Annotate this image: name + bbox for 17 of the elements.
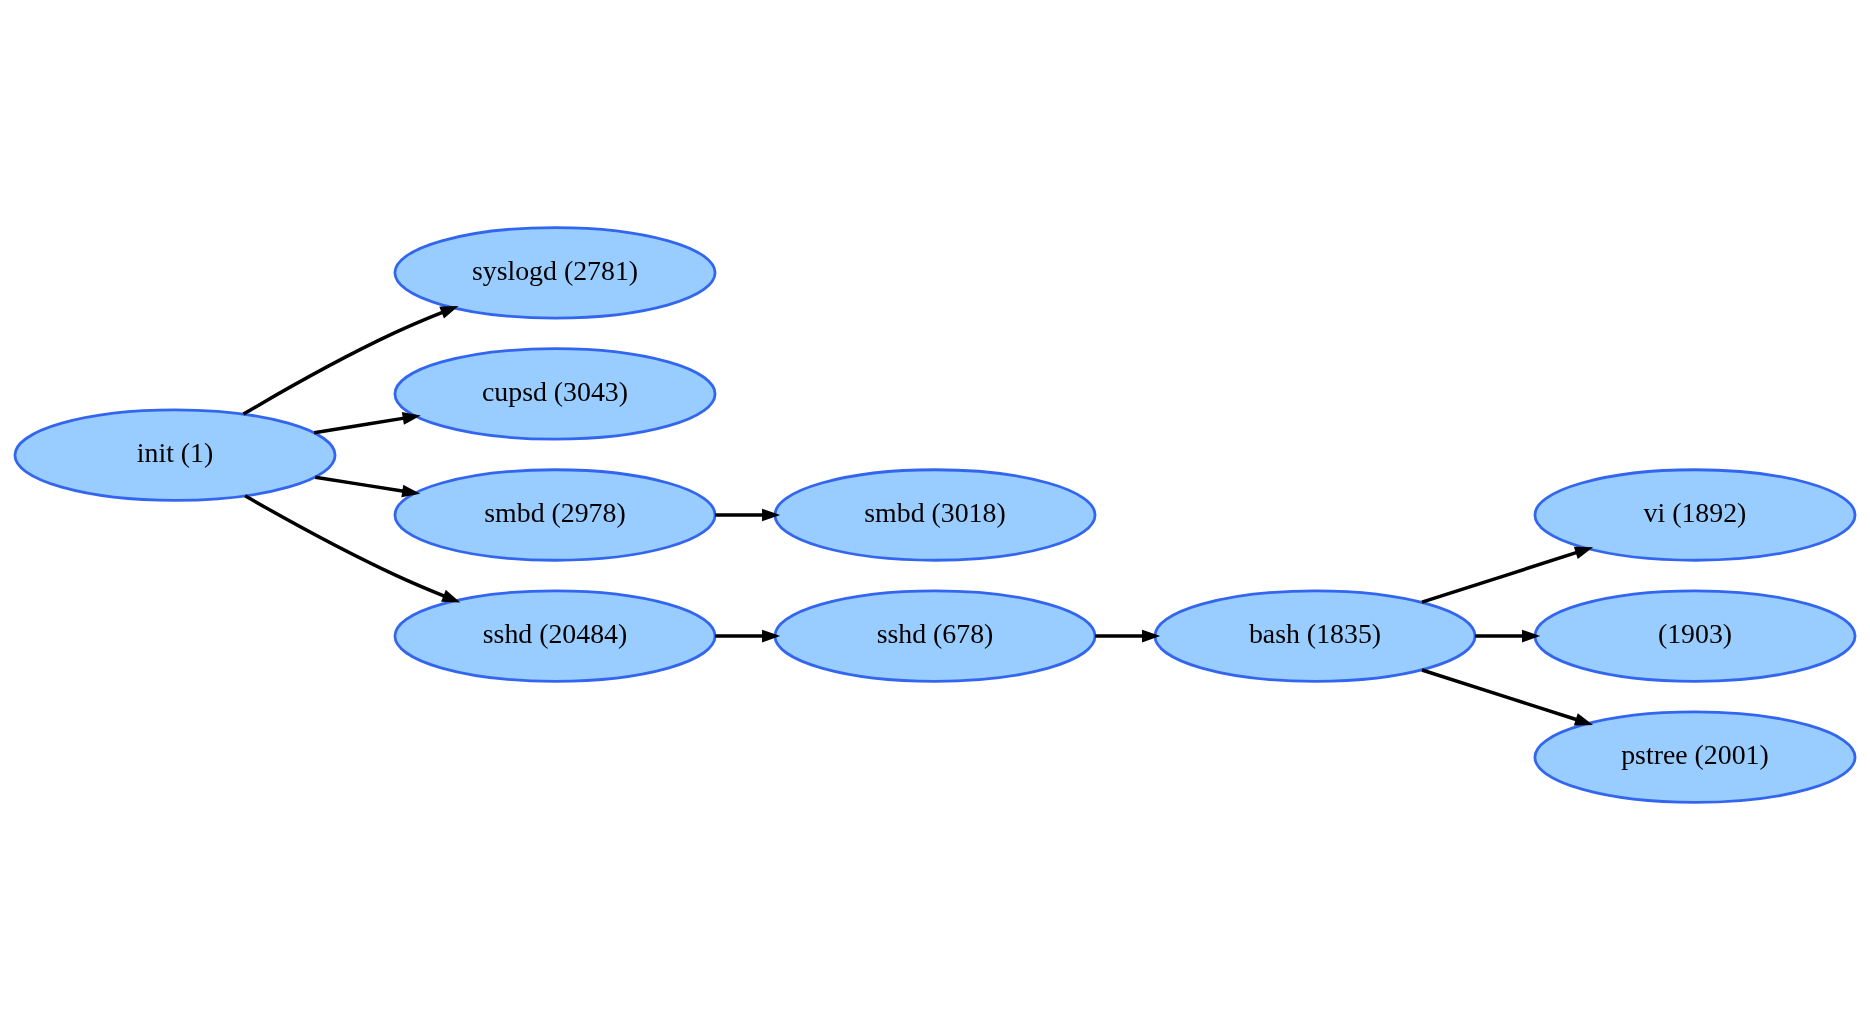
node-ellipse: sshd (678) (773, 588, 1097, 683)
arrow (313, 411, 421, 434)
arrow (242, 305, 459, 416)
node-ellipse: smbd (3018) (773, 467, 1097, 562)
node-ellipse: smbd (2978) (393, 467, 717, 562)
arrow (1421, 667, 1594, 725)
arrow (244, 493, 461, 602)
arrow (715, 508, 781, 521)
node-ellipse: (1903) (1533, 588, 1857, 683)
arrow (315, 474, 421, 497)
arrow (1421, 546, 1594, 604)
arrow (1095, 629, 1161, 642)
node-ellipse: bash (1835) (1153, 588, 1477, 683)
node-ellipse: init (1) (13, 408, 337, 502)
arrow (715, 629, 781, 642)
node-ellipse: cupsd (3043) (393, 346, 717, 441)
arrow (1475, 629, 1541, 642)
